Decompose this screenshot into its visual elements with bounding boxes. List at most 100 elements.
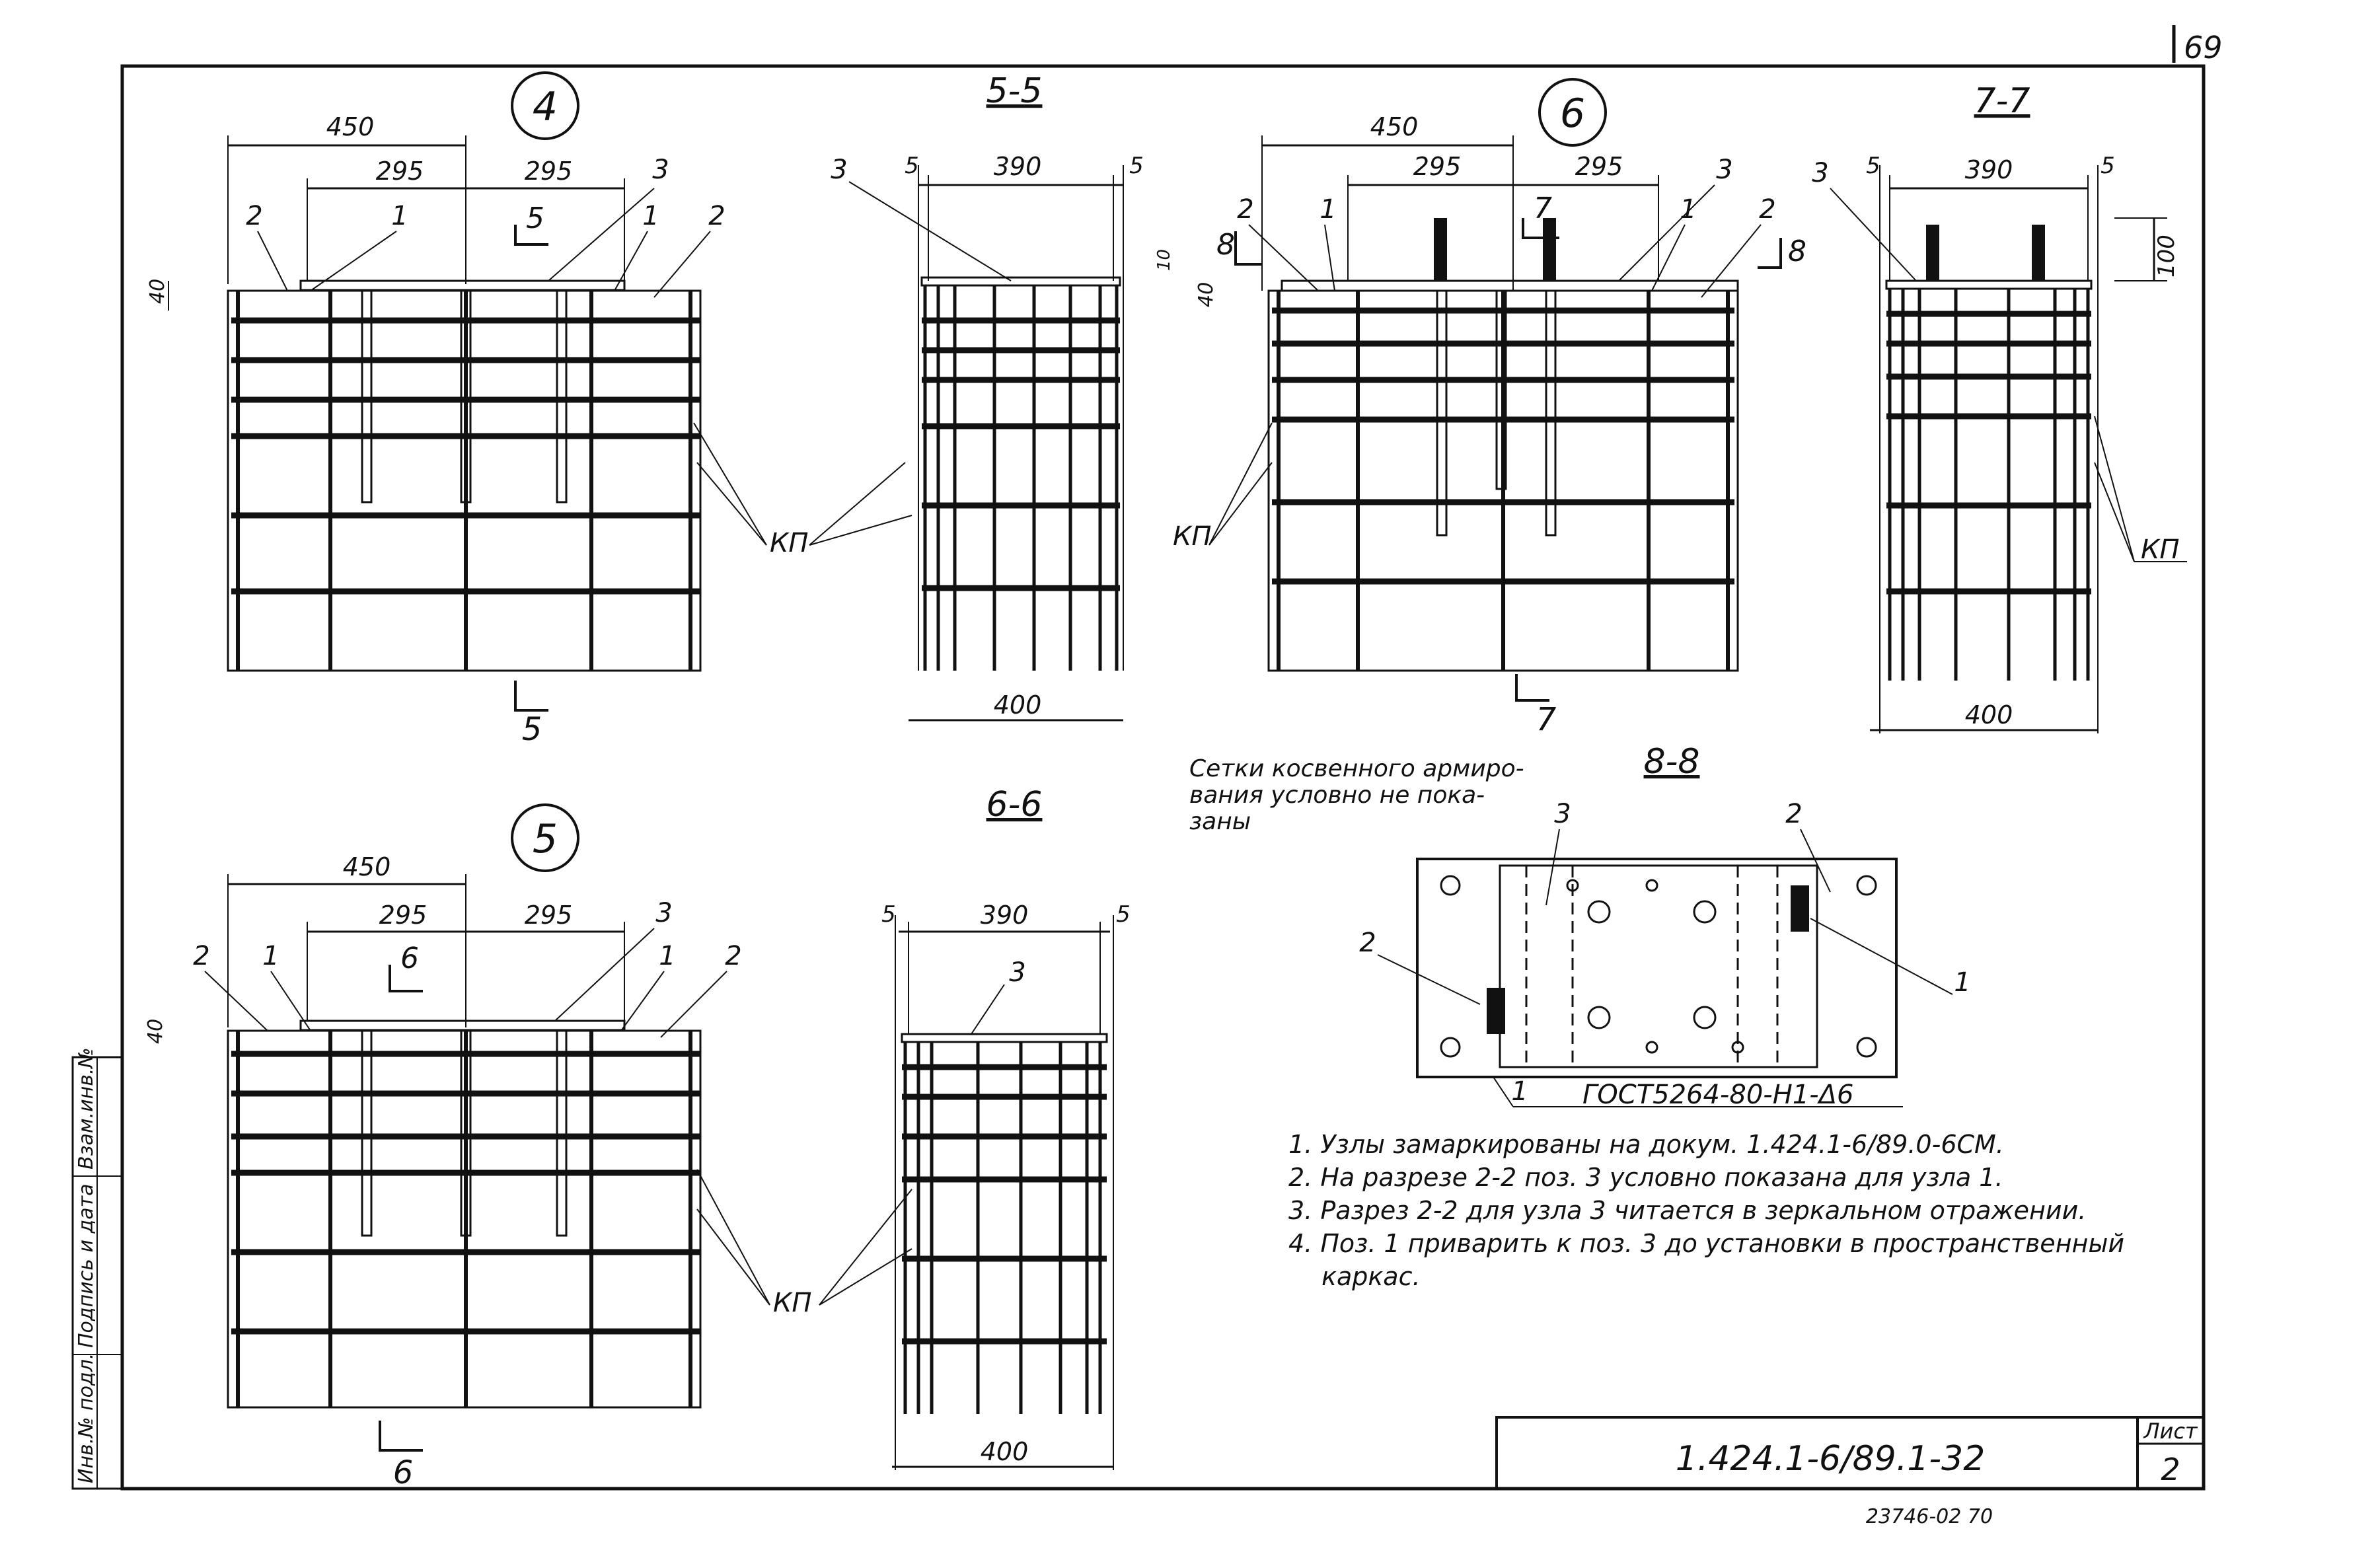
- section-8-8-holes: [1440, 875, 1877, 1058]
- node-4-cut-top: 5: [526, 202, 544, 235]
- section-5-5-pos-3: 3: [831, 155, 847, 185]
- node-5-anchors: [361, 1029, 568, 1237]
- note-4: 4. Поз. 1 приварить к поз. 3 до установк…: [1288, 1229, 2124, 1258]
- section-8-8-outline: [1416, 858, 1898, 1078]
- node-4-kp-label: КП: [770, 528, 808, 558]
- node-6-cut-top: 7: [1534, 192, 1552, 225]
- node-6-anchor-bolts: [1434, 218, 1556, 281]
- node-4-dim-295-right: 295: [525, 157, 573, 186]
- page-number: 69: [2184, 30, 2223, 65]
- section-8-8-plate: [1499, 864, 1818, 1068]
- section-5-5-dim-390: 390: [994, 152, 1042, 181]
- node-4-pos-1-right: 1: [642, 201, 659, 231]
- section-7-7-kp-label: КП: [2141, 535, 2179, 565]
- node-5-kp-label: КП: [773, 1288, 811, 1318]
- footer-code: 23746-02 70: [1866, 1505, 1993, 1528]
- title-block: 1.424.1-6/89.1-32 Лист 2 23746-02 70: [1495, 1416, 2205, 1528]
- section-5-5-horizontal-bars: [922, 317, 1120, 591]
- section-5-5-dim-5-left: 5: [905, 153, 919, 179]
- node-6-dim-295-left: 295: [1413, 152, 1462, 181]
- section-5-5-vertical-bars: [923, 285, 1119, 671]
- node-5-pos-2-left: 2: [193, 941, 209, 971]
- node-6-label: 6: [1560, 91, 1585, 137]
- node-5-circle: [511, 803, 579, 872]
- node-4-cut-bottom: 5: [522, 711, 542, 748]
- section-8-8-note-line-2: вания условно не пока-: [1189, 782, 1485, 809]
- node-6-kp-leaders: [1209, 422, 1273, 546]
- node-4-anchors: [361, 289, 568, 503]
- section-7-7-dim-390: 390: [1965, 155, 2013, 184]
- section-7-7: 7-7 390 5 5 100 3: [1812, 81, 2187, 733]
- node-6-elevation: 6 450 295 295 40: [1173, 78, 1806, 738]
- node-4-pos-3: 3: [652, 155, 669, 185]
- node-6-cut-8-left: 8: [1216, 228, 1235, 262]
- section-6-6-pos-3: 3: [1009, 957, 1025, 988]
- section-8-8-weld-spec: ГОСТ5264-80-Н1-Δ6: [1582, 1080, 1853, 1110]
- section-8-8-hidden-lines: [1525, 866, 1779, 1067]
- node-5-label: 5: [533, 816, 558, 862]
- section-5-5-dim-10: 10: [1154, 249, 1174, 271]
- section-7-7-bolts: [1926, 225, 2045, 281]
- node-5-pos-1-right: 1: [659, 941, 675, 971]
- section-6-6-dim-5-right: 5: [1116, 901, 1131, 928]
- node-6-pos-2-right: 2: [1759, 194, 1775, 225]
- node-5-horizontal-bars: [231, 1051, 700, 1335]
- node-6-cut-bottom: 7: [1536, 701, 1557, 738]
- node-6-vertical-bars: [1277, 291, 1730, 671]
- node-5-kp-leaders: [696, 1169, 912, 1306]
- section-5-5-dim-400: 400: [994, 690, 1042, 720]
- section-6-6-title: 6-6: [986, 785, 1043, 825]
- node-4-kp-leaders: [693, 422, 912, 546]
- node-5-dim-295-left: 295: [379, 901, 428, 930]
- section-8-8-pos-1-bottom: 1: [1511, 1076, 1528, 1107]
- section-8-8-weld-blocks: [1487, 885, 1809, 1034]
- sheet-label: Лист: [2143, 1419, 2198, 1444]
- section-5-5: 5-5 390 5 5 10 3: [831, 71, 1174, 722]
- section-7-7-dim-5-left: 5: [1866, 153, 1880, 179]
- node-5-dim-450: 450: [343, 852, 391, 881]
- node-4-label: 4: [533, 84, 558, 130]
- section-7-7-dim-400: 400: [1965, 700, 2013, 729]
- section-7-7-dim-100: 100: [2153, 235, 2180, 278]
- section-8-8-leaders: [1377, 829, 1953, 1107]
- node-4-circle: [511, 71, 579, 140]
- section-6-6-vertical-bars: [903, 1042, 1102, 1414]
- node-4-dim-450: 450: [326, 112, 375, 141]
- note-1: 1. Узлы замаркированы на докум. 1.424.1-…: [1288, 1130, 2004, 1159]
- section-7-7-horizontal-bars: [1886, 311, 2091, 595]
- node-6-cut-8-right: 8: [1788, 235, 1806, 268]
- node-4-dim-40: 40: [146, 279, 169, 304]
- section-6-6-dim-400: 400: [981, 1437, 1029, 1466]
- node-6-kp-label: КП: [1173, 521, 1211, 552]
- section-8-8-pos-2-left: 2: [1359, 928, 1376, 958]
- node-5-vertical-bars: [236, 1031, 692, 1407]
- note-3: 3. Разрез 2-2 для узла 3 читается в зерк…: [1288, 1196, 2086, 1225]
- node-6-dim-295-right: 295: [1575, 152, 1623, 181]
- section-6-6-dim-390: 390: [981, 901, 1029, 930]
- note-4-continued: каркас.: [1321, 1262, 1421, 1291]
- node-5-elevation: 5 450 295 295 40: [144, 803, 912, 1491]
- section-8-8-pos-3: 3: [1554, 799, 1571, 829]
- section-7-7-title: 7-7: [1974, 81, 2030, 121]
- section-7-7-pos-3: 3: [1812, 158, 1828, 188]
- drawing-designation: 1.424.1-6/89.1-32: [1676, 1439, 1986, 1479]
- node-4-pos-1-left: 1: [391, 201, 408, 231]
- note-2: 2. На разрезе 2-2 поз. 3 условно показан…: [1288, 1163, 2003, 1192]
- node-6-anchors: [1436, 289, 1557, 537]
- node-5-dim-40: 40: [144, 1019, 167, 1044]
- node-5-dim-295-right: 295: [525, 901, 573, 930]
- node-4-dim-295-left: 295: [376, 157, 424, 186]
- side-stamp: Инв.№ подл. Подпись и дата Взам.инв.№: [71, 1047, 124, 1490]
- section-8-8: 8-8 Сетки косвенного армиро- вания услов…: [1189, 742, 1971, 1110]
- section-7-7-kp-leaders: [2094, 416, 2187, 562]
- stamp-inv-original: Инв.№ подл.: [75, 1353, 98, 1483]
- node-6-dim-40: 40: [1195, 282, 1218, 307]
- section-6-6-horizontal-bars: [902, 1064, 1107, 1345]
- node-6-pos-1-left: 1: [1320, 194, 1336, 225]
- node-5-pos-1-left: 1: [262, 941, 279, 971]
- section-5-5-dim-5-right: 5: [1129, 153, 1144, 179]
- node-4-horizontal-bars: [231, 317, 700, 595]
- section-8-8-pos-2-top: 2: [1785, 799, 1802, 829]
- node-4-plate: [299, 279, 626, 291]
